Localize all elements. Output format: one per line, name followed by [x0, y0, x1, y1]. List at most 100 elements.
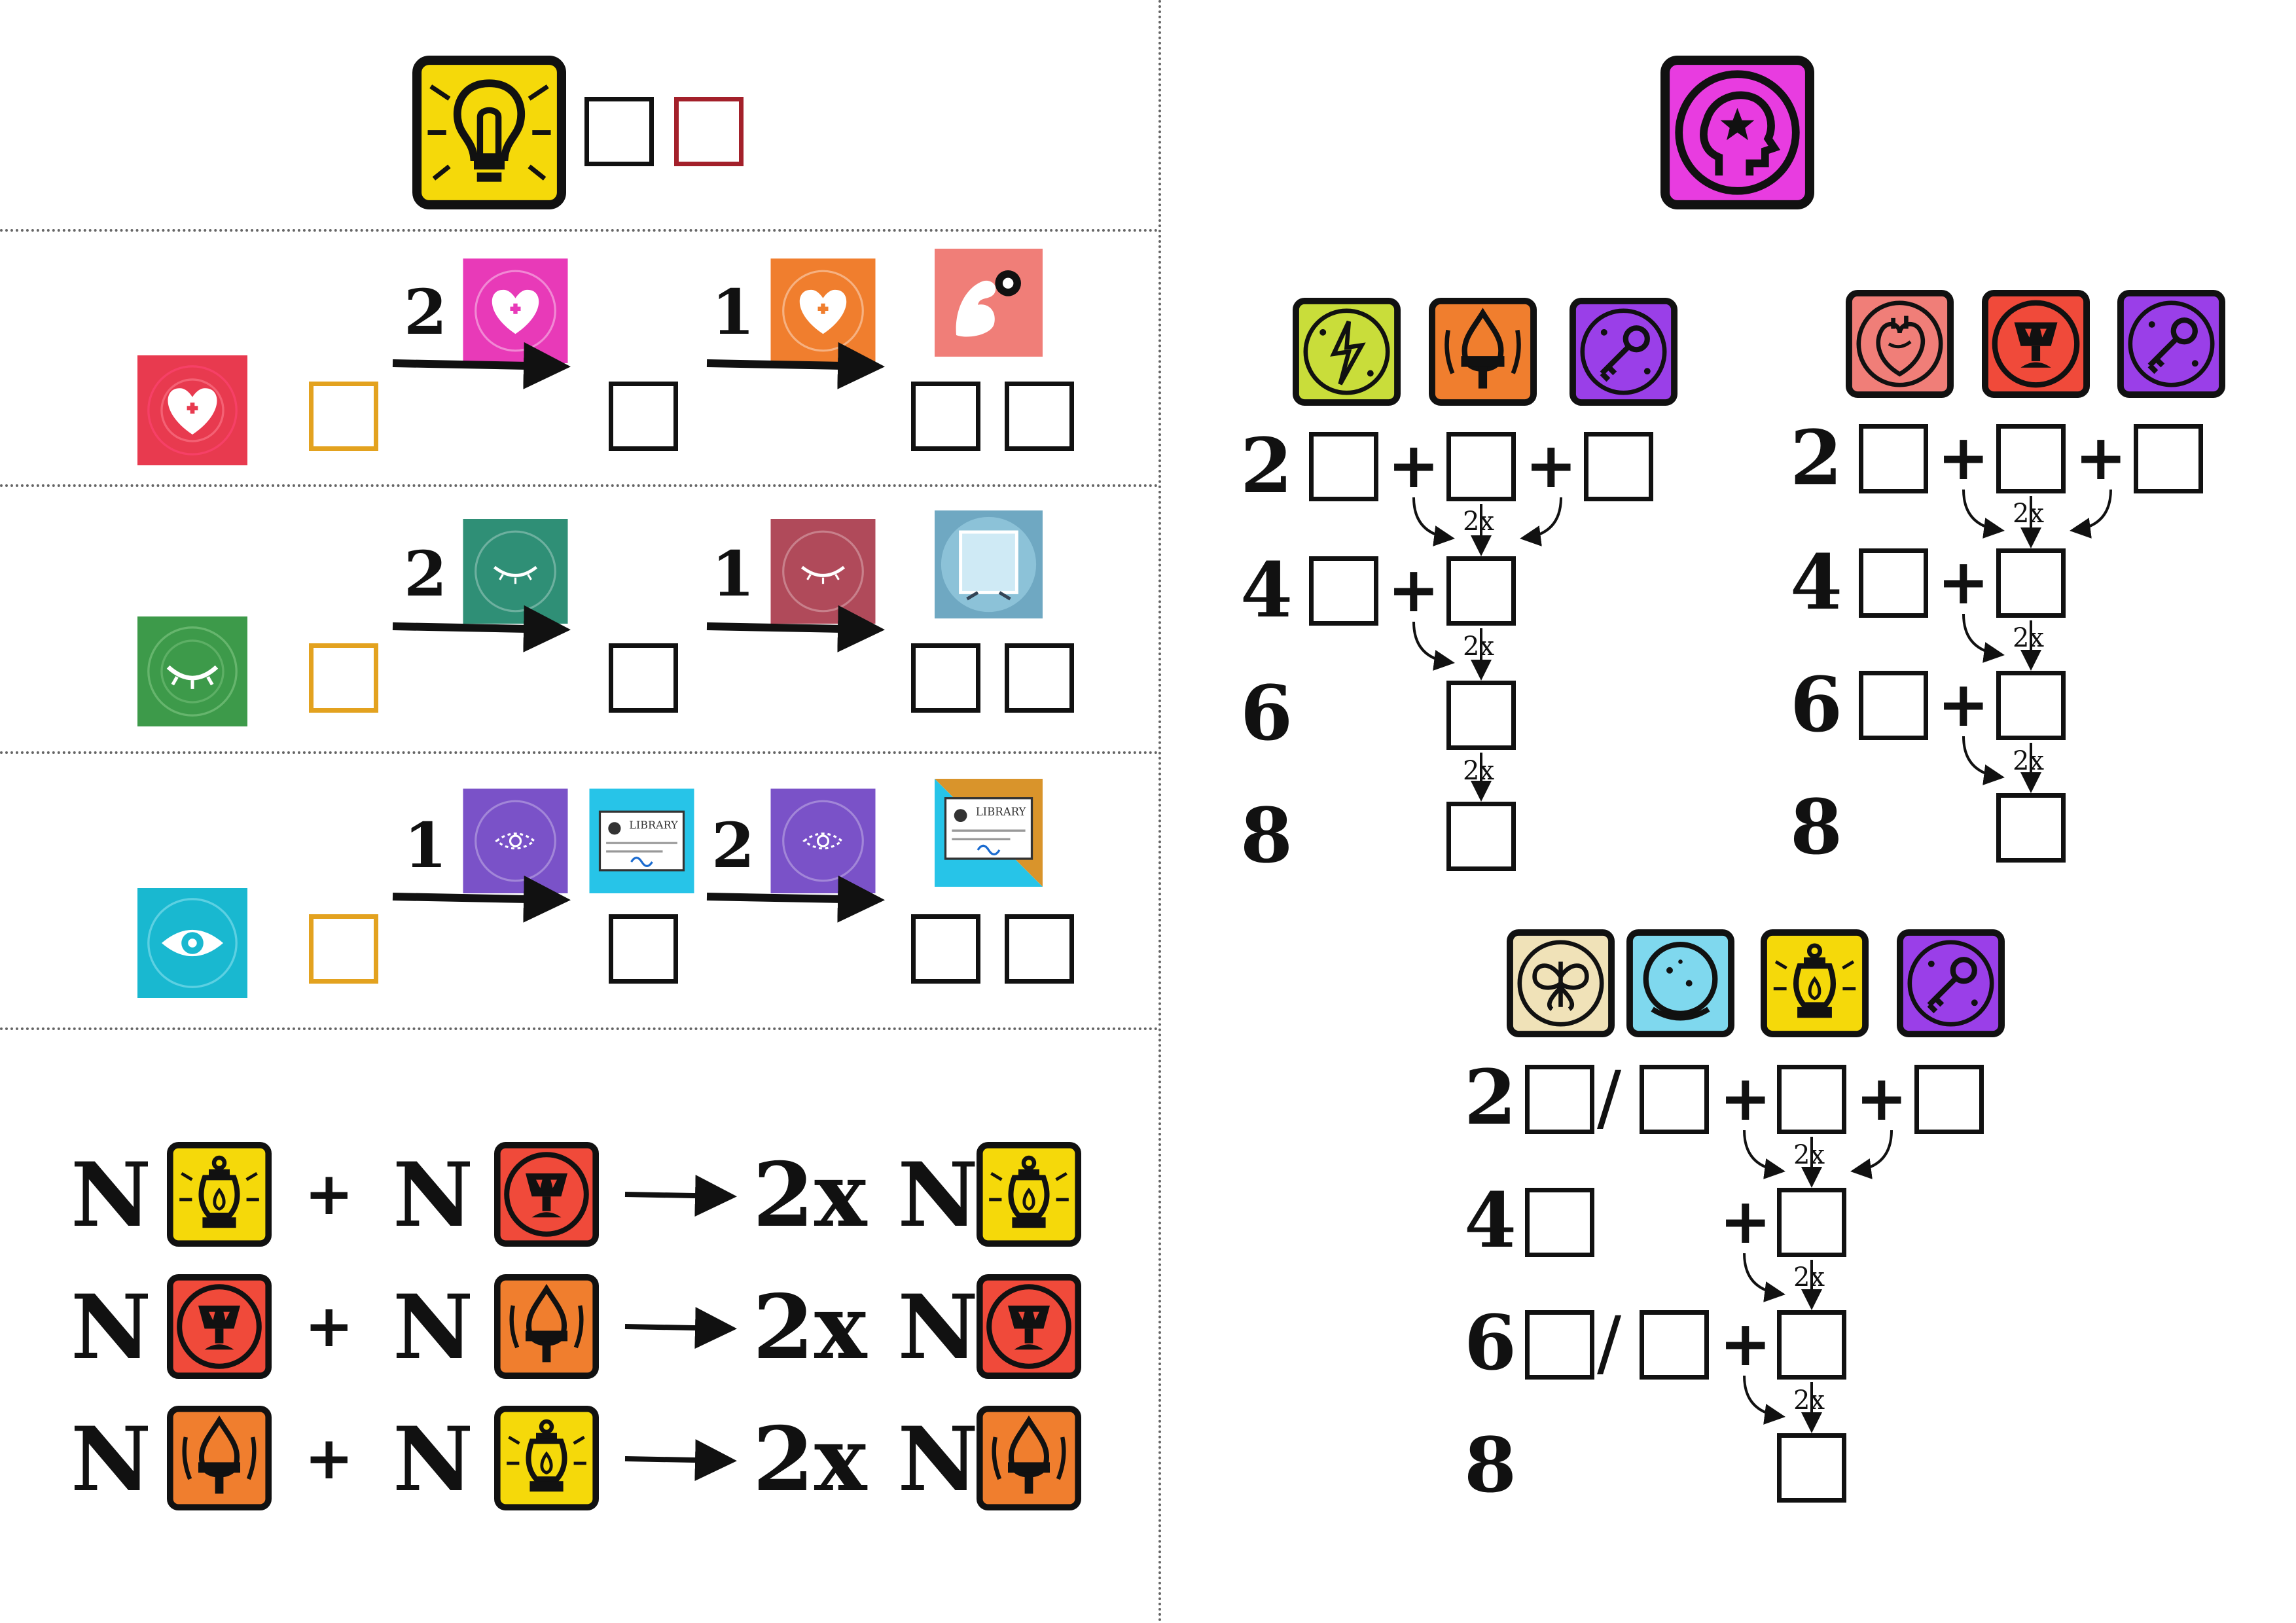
checkbox[interactable]	[1525, 1188, 1594, 1257]
recipe-n: N	[393, 1275, 474, 1379]
checkbox[interactable]	[1584, 432, 1653, 501]
lightbulb-icon	[412, 56, 566, 209]
checkbox[interactable]	[1859, 671, 1928, 740]
plus-sign: +	[1719, 1308, 1772, 1380]
checkbox[interactable]	[911, 643, 980, 713]
checkbox[interactable]	[609, 643, 678, 713]
checkbox[interactable]	[1525, 1310, 1594, 1380]
level-label: 4	[1464, 1177, 1517, 1265]
checkbox[interactable]	[584, 97, 654, 166]
column-divider	[1158, 0, 1161, 1623]
key-icon	[2117, 290, 2225, 398]
checkbox[interactable]	[911, 914, 980, 984]
grail-icon	[977, 1274, 1081, 1379]
checkbox[interactable]	[1859, 424, 1928, 493]
checkbox[interactable]	[1446, 556, 1516, 626]
lantern-icon	[977, 1142, 1081, 1247]
grail-icon	[494, 1142, 599, 1247]
closed-eye-icon	[137, 616, 247, 726]
checkbox[interactable]	[309, 382, 378, 451]
recipe-arrow	[624, 1175, 737, 1217]
tree-arrow	[2070, 489, 2112, 539]
closed-eye-icon	[769, 519, 877, 624]
tree-arrow	[1962, 736, 2005, 785]
step-count: 2	[404, 276, 448, 349]
checkbox[interactable]	[1525, 1065, 1594, 1134]
eye-icon	[137, 888, 247, 998]
checkbox[interactable]	[1005, 914, 1074, 984]
closed-eye-icon	[461, 519, 569, 624]
checkbox[interactable]	[1309, 432, 1378, 501]
checkbox[interactable]	[309, 914, 378, 984]
checkbox[interactable]	[1005, 643, 1074, 713]
checkbox[interactable]	[1859, 548, 1928, 618]
recipe-n: N	[393, 1143, 474, 1247]
slash-separator: /	[1597, 1301, 1622, 1385]
plus-sign: +	[1719, 1063, 1772, 1135]
tree-arrow	[1962, 613, 2005, 663]
key-icon	[1570, 298, 1677, 406]
level-label: 6	[1240, 669, 1293, 758]
forge-icon	[167, 1406, 272, 1510]
checkbox[interactable]	[911, 382, 980, 451]
checkbox[interactable]	[1446, 432, 1516, 501]
recipe-n: N	[71, 1143, 152, 1247]
checkbox[interactable]	[1005, 382, 1074, 451]
multiplier-label: 2x	[1463, 632, 1495, 662]
forge-icon	[494, 1274, 599, 1379]
progress-arrow	[392, 605, 571, 652]
plus-sign: +	[1937, 422, 1990, 494]
key-icon	[1897, 929, 2005, 1037]
heart-plus-icon	[461, 259, 569, 363]
tree-arrow	[1743, 1130, 1785, 1179]
plus-sign: +	[1937, 546, 1990, 618]
checkbox[interactable]	[609, 382, 678, 451]
checkbox[interactable]	[1996, 671, 2066, 740]
level-label: 4	[1240, 546, 1293, 635]
grail-icon	[1982, 290, 2090, 398]
checkbox[interactable]	[1640, 1310, 1709, 1380]
progress-arrow	[706, 342, 885, 389]
checkbox[interactable]	[1446, 681, 1516, 750]
plus-sign: +	[1525, 430, 1577, 502]
recipe-arrow	[624, 1439, 737, 1482]
lightning-icon	[1293, 298, 1401, 406]
checkbox[interactable]	[1996, 424, 2066, 493]
checkbox[interactable]	[1777, 1188, 1846, 1257]
checkbox[interactable]	[1914, 1065, 1984, 1134]
svg-text:LIBRARY: LIBRARY	[629, 819, 678, 831]
crystal-ball-icon	[1626, 929, 1734, 1037]
multiplier-label: 2x	[1793, 1140, 1825, 1170]
checkbox[interactable]	[674, 97, 744, 166]
checkbox[interactable]	[1446, 802, 1516, 871]
moth-icon	[1507, 929, 1615, 1037]
level-label: 4	[1790, 539, 1843, 627]
tree-arrow	[1743, 1375, 1785, 1425]
progress-arrow	[392, 875, 571, 923]
recipe-result: 2x N	[753, 1275, 978, 1379]
svg-text:LIBRARY: LIBRARY	[976, 806, 1027, 818]
plus-sign: +	[1856, 1063, 1908, 1135]
recipe-result: 2x N	[753, 1407, 978, 1511]
checkbox[interactable]	[609, 914, 678, 984]
tree-arrow	[1743, 1253, 1785, 1302]
checkbox[interactable]	[1309, 556, 1378, 626]
checkbox[interactable]	[1996, 793, 2066, 863]
checkbox[interactable]	[1777, 1310, 1846, 1380]
heart-plus-icon	[137, 355, 247, 465]
level-label: 8	[1464, 1421, 1517, 1510]
checkbox[interactable]	[1640, 1065, 1709, 1134]
checkbox[interactable]	[309, 643, 378, 713]
plus-sign: +	[1719, 1186, 1772, 1258]
plus-sign: +	[304, 1424, 354, 1493]
checkbox[interactable]	[1996, 548, 2066, 618]
checkbox[interactable]	[1777, 1433, 1846, 1503]
multiplier-label: 2x	[1463, 756, 1495, 786]
muscle-weight-icon	[935, 249, 1043, 357]
level-label: 6	[1464, 1299, 1517, 1387]
checkbox[interactable]	[1777, 1065, 1846, 1134]
step-count: 1	[711, 538, 755, 611]
level-label: 2	[1464, 1054, 1517, 1142]
checkbox[interactable]	[2134, 424, 2203, 493]
lantern-icon	[1761, 929, 1869, 1037]
